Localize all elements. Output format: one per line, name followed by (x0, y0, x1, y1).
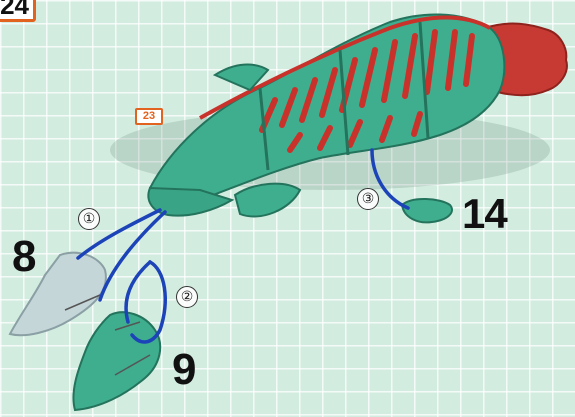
order-marker-2: ② (176, 286, 198, 308)
order-marker-3: ③ (357, 188, 379, 210)
fin-part-14-icon (402, 199, 452, 222)
part-tag-23: 23 (135, 108, 163, 125)
part-number-8: 8 (12, 232, 35, 282)
pectoral-fin-icon (235, 184, 300, 217)
part-number-9: 9 (172, 345, 195, 395)
step-number-badge: 24 (0, 0, 36, 22)
fin-part-9-icon (73, 312, 160, 410)
part-number-14: 14 (462, 190, 507, 238)
order-marker-1: ① (78, 208, 100, 230)
